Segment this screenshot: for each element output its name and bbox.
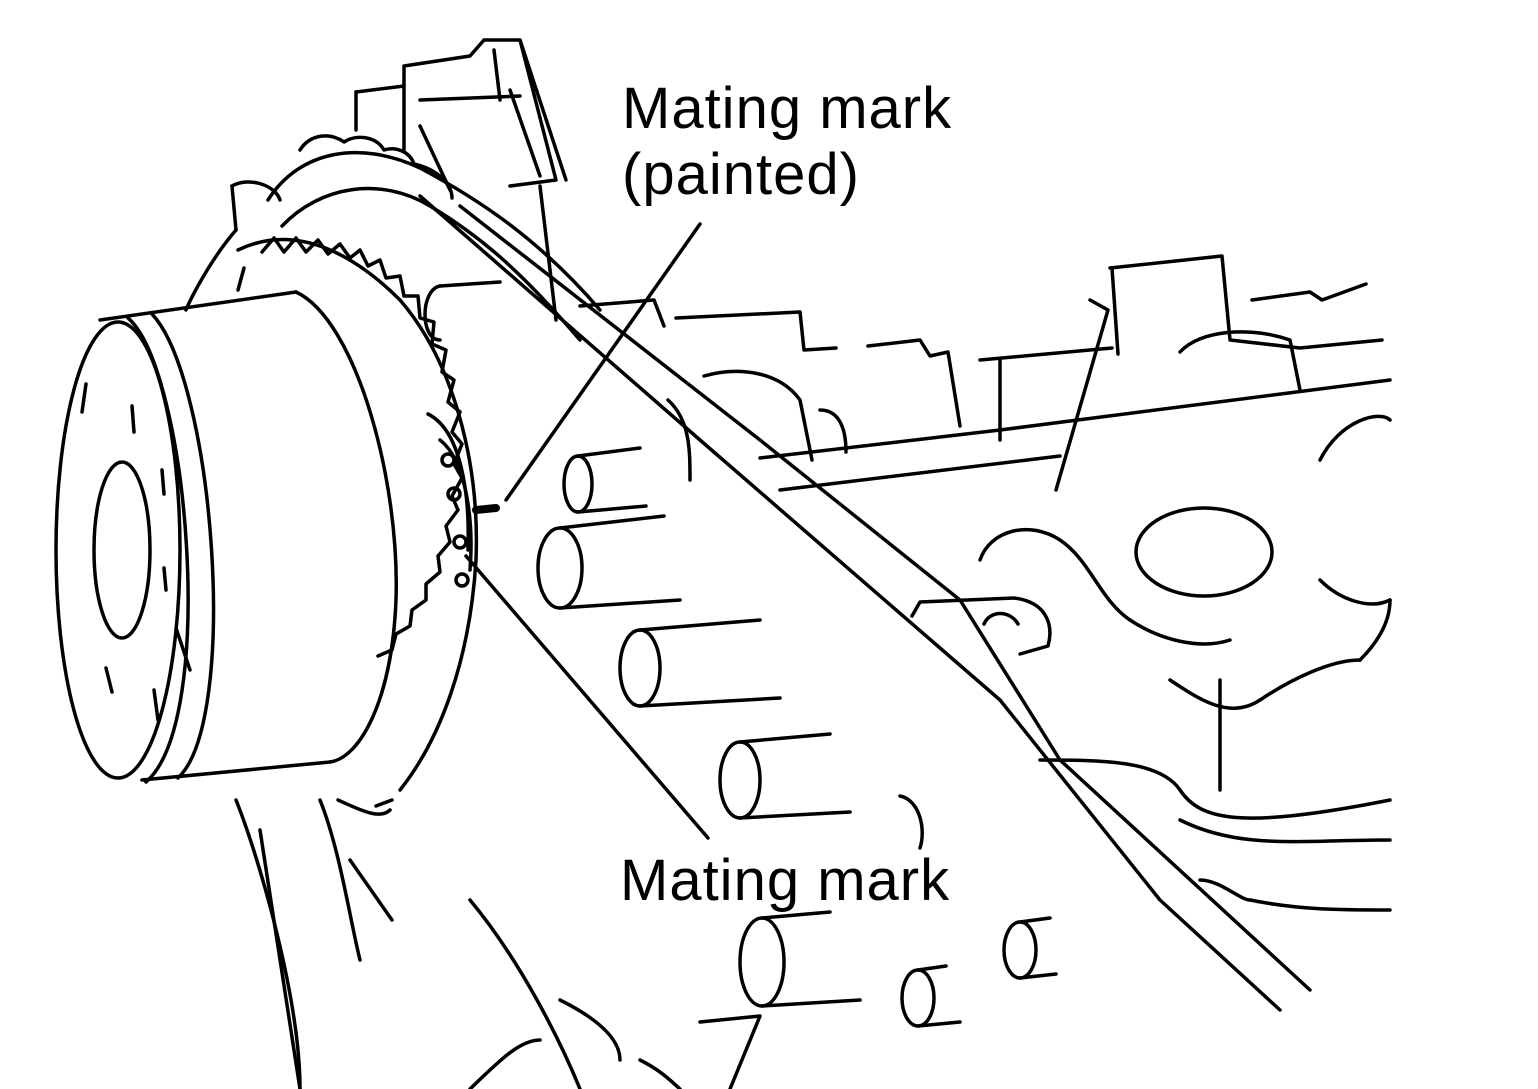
mating-mark-dot xyxy=(452,534,468,550)
upper-housing xyxy=(354,38,568,322)
sprocket-teeth xyxy=(260,236,464,658)
pulley-rim-1 xyxy=(126,316,190,784)
lower-mating-mark-label: Mating mark xyxy=(620,848,951,913)
pulley-rear-face xyxy=(294,290,398,764)
cylinder-head xyxy=(578,254,1392,492)
leader-line-lower xyxy=(464,554,710,840)
pulley-bore xyxy=(92,460,152,640)
painted-mating-mark-label-line1: Mating mark xyxy=(622,76,953,141)
pulley-front-face xyxy=(54,320,182,780)
pulley-top-edge xyxy=(98,290,298,322)
chain-upper-outer xyxy=(266,150,602,312)
leader-line-painted xyxy=(504,222,702,502)
painted-mating-mark-label: Mating mark (painted) xyxy=(622,76,952,208)
lower-block xyxy=(234,414,1392,1089)
painted-mark-bar xyxy=(472,504,500,514)
pulley-rim-2 xyxy=(150,312,216,780)
crank-pulley xyxy=(54,290,398,784)
pulley-bottom-edge xyxy=(140,760,332,782)
mating-mark-dot xyxy=(454,572,470,588)
bolt-bosses xyxy=(423,280,1274,1028)
painted-mating-mark-label-line2: (painted) xyxy=(622,142,860,207)
mating-mark-dot xyxy=(446,486,462,502)
crank-sprocket xyxy=(184,180,479,816)
mating-marks xyxy=(426,412,500,588)
sprocket-outline xyxy=(236,237,479,792)
